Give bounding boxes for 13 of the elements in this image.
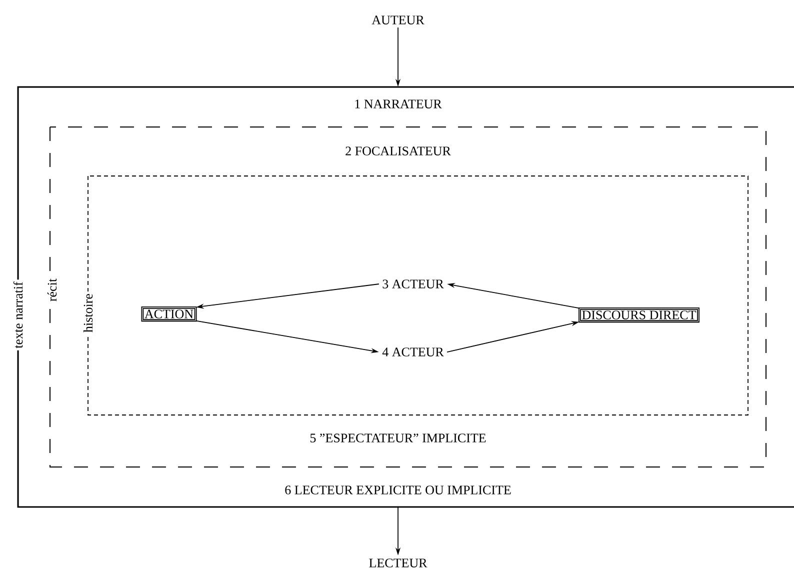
label-text: LECTEUR (369, 558, 428, 568)
action-box: ACTION (141, 306, 197, 322)
heading: 6 LECTEUR EXPLICITE OU IMPLICITE (282, 484, 514, 496)
heading: 1 NARRATEUR (352, 98, 444, 110)
action-box: DISCOURS DIRECT (578, 307, 700, 323)
label-text: AUTEUR (372, 16, 424, 24)
side-label: texte narratif (11, 280, 25, 350)
label-text: 4 ACTEUR (382, 348, 444, 356)
side-label: récit (45, 276, 59, 304)
side-label: histoire (81, 292, 95, 334)
heading: 2 FOCALISATEUR (343, 144, 453, 158)
label-text: 3 ACTEUR (382, 280, 444, 288)
heading: 5 ”ESPECTATEUR” IMPLICITE (308, 432, 488, 444)
